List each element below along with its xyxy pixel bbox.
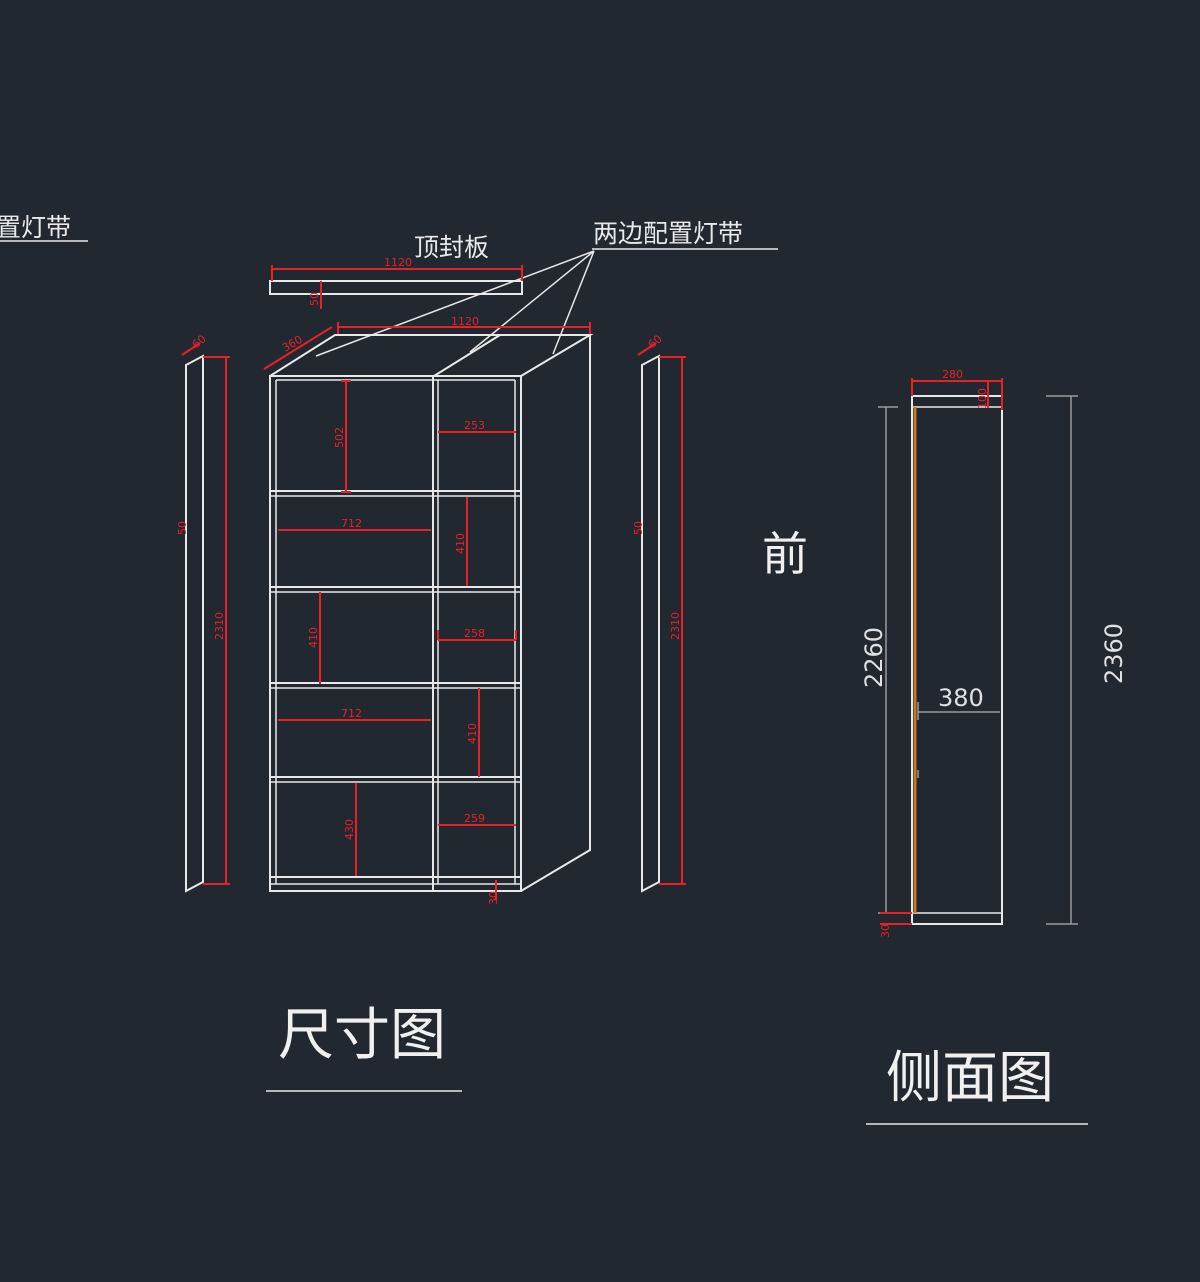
left-cell-1-height-dim: 502	[333, 427, 346, 448]
right-panel-mark-dim: 50	[632, 521, 645, 535]
left-cell-4-width-dim: 712	[341, 707, 362, 720]
side-top-width-dim: 280	[942, 368, 963, 381]
cabinet-width-dim: 1120	[451, 315, 479, 328]
left-side-panel	[181, 342, 230, 893]
side-base-height-dim: 30	[879, 924, 892, 938]
right-cell-3-width-dim: 258	[464, 627, 485, 640]
right-side-panel	[637, 342, 686, 893]
side-total-height-dim: 2360	[1100, 623, 1128, 684]
right-cell-4-height-dim: 410	[466, 723, 479, 744]
side-view-cabinet	[911, 395, 1003, 925]
top-sealing-panel	[269, 265, 523, 309]
cabinet-body	[269, 334, 594, 892]
right-cell-1-width-dim: 253	[464, 419, 485, 432]
left-cell-5-height-dim: 430	[343, 819, 356, 840]
right-panel-height-dim: 2310	[669, 612, 682, 640]
side-depth-dim: 380	[938, 684, 984, 712]
front-label: 前	[762, 527, 808, 581]
left-panel-mark-dim: 50	[176, 521, 189, 535]
side-top-height-dim: 100	[976, 388, 989, 409]
left-panel-height-dim: 2310	[213, 612, 226, 640]
top-panel-width-dim: 1120	[384, 256, 412, 269]
top-panel-thickness-dim: 50	[308, 292, 321, 306]
base-height-dim: 30	[487, 891, 500, 905]
cabinet-dimension-lines	[263, 322, 591, 900]
side-view-dimension-lines	[878, 378, 1078, 925]
led-strip-leader-lines	[315, 250, 595, 357]
side-inner-height-dim: 2260	[860, 627, 888, 688]
dimension-drawing-title: 尺寸图	[278, 1003, 446, 1068]
left-cell-2-width-dim: 712	[341, 517, 362, 530]
led-strip-label: 两边配置灯带	[593, 219, 743, 248]
left-cell-3-height-dim: 410	[307, 627, 320, 648]
right-cell-2-height-dim: 410	[454, 533, 467, 554]
led-strip-label-fragment: 置灯带	[0, 213, 71, 242]
top-panel-label: 顶封板	[414, 233, 489, 262]
right-cell-5-width-dim: 259	[464, 812, 485, 825]
side-view-title: 侧面图	[886, 1046, 1054, 1111]
